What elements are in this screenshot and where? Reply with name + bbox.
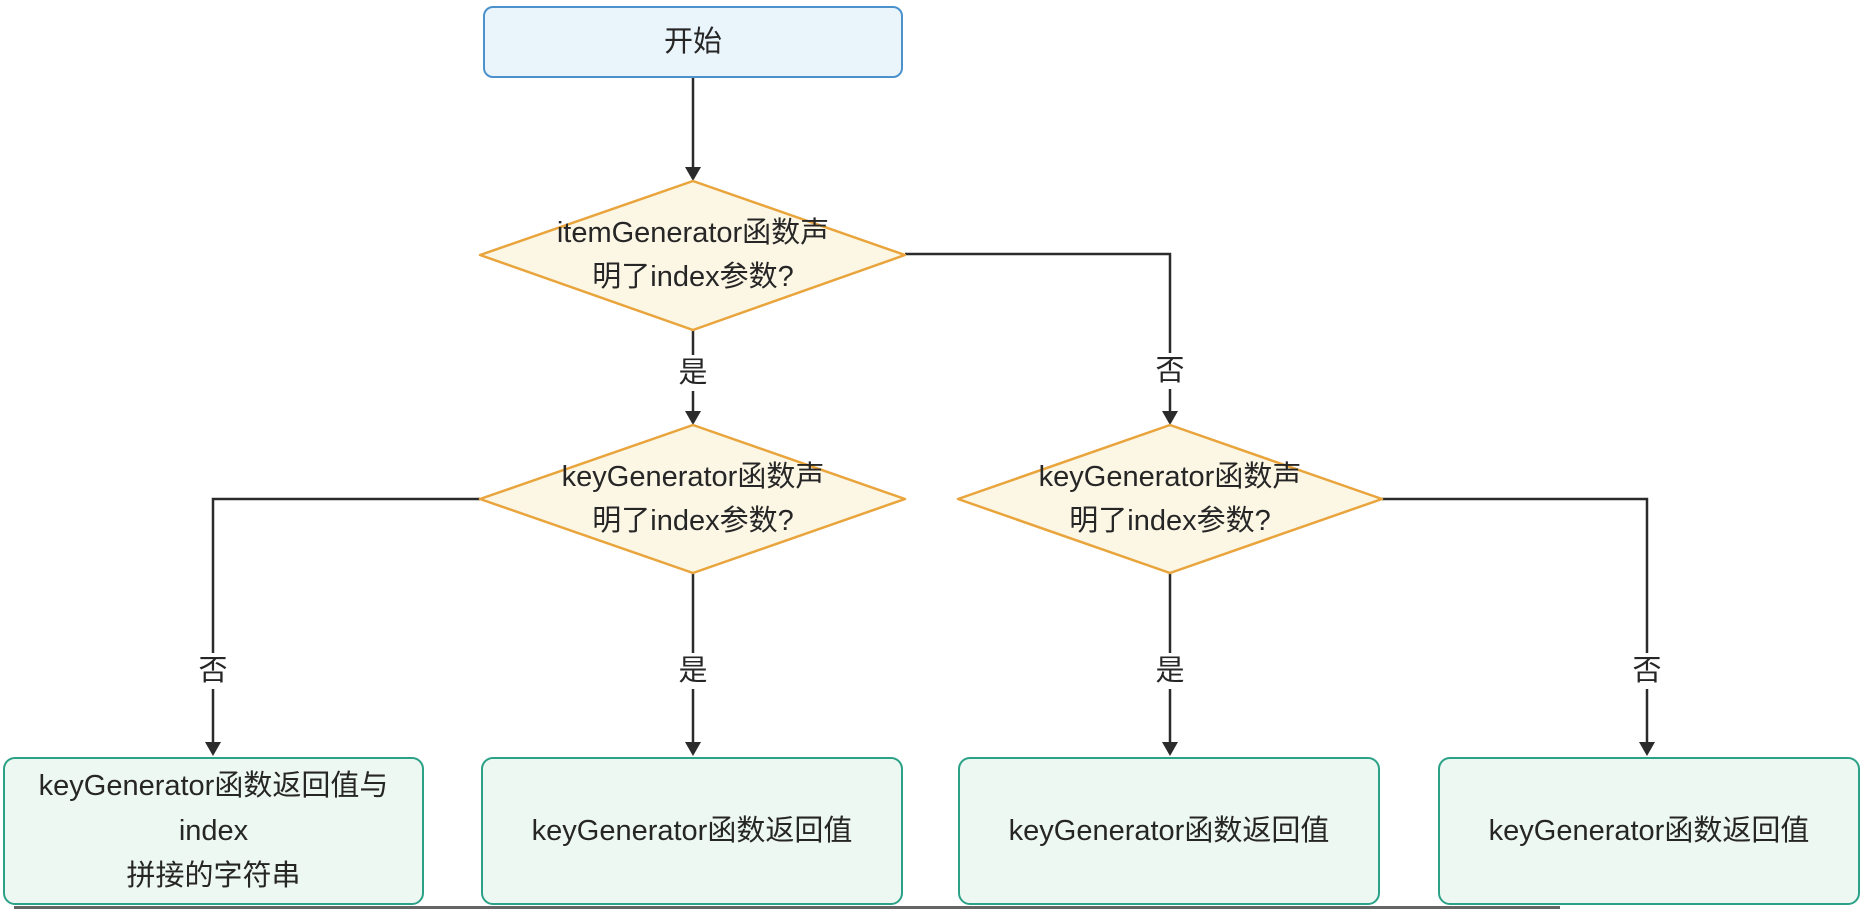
result-node-return-value-2: keyGenerator函数返回值 [958, 757, 1380, 905]
bottom-edge-shadow [14, 906, 1560, 909]
edge-label-yes-key-right: 是 [1149, 653, 1191, 689]
decision-node-item-generator [478, 179, 907, 332]
result-node-concat-string: keyGenerator函数返回值与index 拼接的字符串 [3, 757, 424, 905]
result-node-return-value-3: keyGenerator函数返回值 [1438, 757, 1860, 905]
decision-label-key-generator-right: keyGenerator函数声 明了index参数? [1020, 454, 1320, 544]
arrowhead-item-decision-no [1162, 411, 1178, 425]
arrowhead-item-decision-yes [685, 411, 701, 425]
result-node-return-value-1: keyGenerator函数返回值 [481, 757, 903, 905]
edge-key-decision-left-no [211, 497, 480, 743]
decision-label-text: keyGenerator函数声 明了index参数? [561, 461, 825, 537]
arrowhead-key-decision-left-no [205, 742, 221, 756]
edge-item-decision-no [905, 252, 1172, 412]
edge-label-yes-item-decision: 是 [672, 355, 714, 391]
arrowhead-key-decision-left-yes [685, 742, 701, 756]
edge-label-no-item-decision: 否 [1149, 353, 1191, 389]
decision-label-text: itemGenerator函数声 明了index参数? [556, 217, 830, 293]
result-node-label: keyGenerator函数返回值 [1488, 814, 1810, 847]
start-node: 开始 [483, 6, 903, 78]
arrowhead-start-to-item-decision [685, 167, 701, 181]
start-node-label: 开始 [663, 25, 722, 58]
result-node-label: keyGenerator函数返回值 [1008, 814, 1330, 847]
decision-label-key-generator-left: keyGenerator函数声 明了index参数? [543, 454, 843, 544]
edge-key-decision-right-no [1382, 497, 1649, 743]
result-node-label: keyGenerator函数返回值 [531, 814, 853, 847]
arrowhead-key-decision-right-yes [1162, 742, 1178, 756]
arrowhead-key-decision-right-no [1639, 742, 1655, 756]
decision-label-text: keyGenerator函数声 明了index参数? [1038, 461, 1302, 537]
decision-label-item-generator: itemGenerator函数声 明了index参数? [543, 210, 843, 300]
decision-node-key-generator-right [956, 423, 1384, 575]
edge-label-no-key-left: 否 [192, 653, 234, 689]
result-node-label: keyGenerator函数返回值与index 拼接的字符串 [38, 769, 389, 892]
edge-label-yes-key-left: 是 [672, 653, 714, 689]
edge-label-no-key-right: 否 [1626, 653, 1668, 689]
decision-node-key-generator-left [478, 423, 907, 575]
